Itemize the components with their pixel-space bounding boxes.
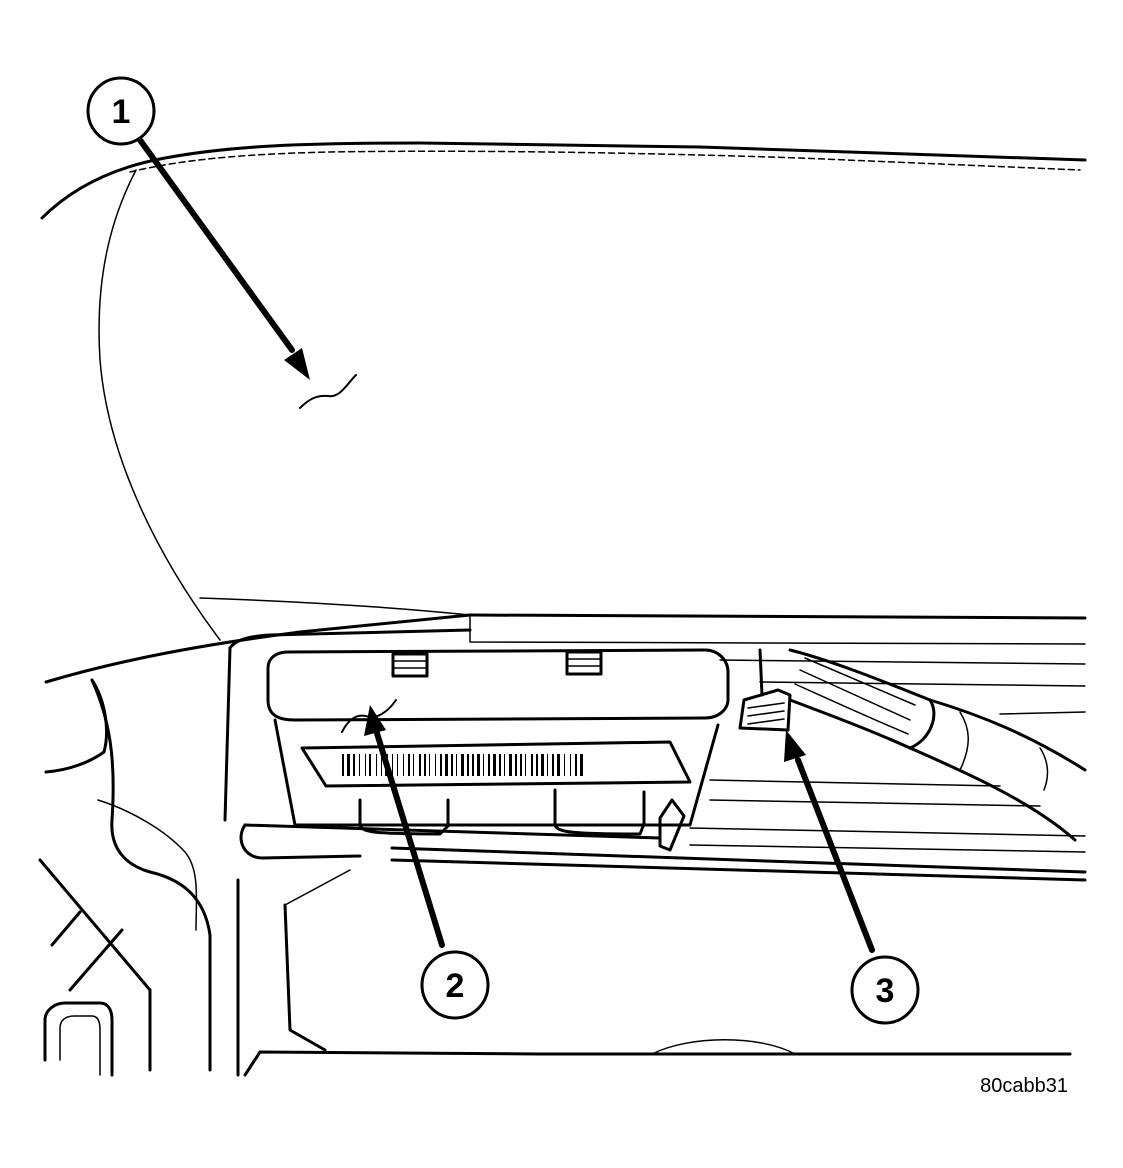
barcode-bar [552, 754, 554, 776]
barcode-bar [440, 754, 442, 776]
barcode-bar [504, 754, 505, 776]
barcode-bar [580, 754, 583, 776]
barcode-bar [531, 754, 533, 776]
callout-1-label: 1 [112, 93, 131, 131]
barcode-label [342, 754, 583, 776]
callout-2-arrow [373, 727, 445, 948]
barcode-bar [342, 754, 344, 776]
callout-3-circle [850, 955, 920, 1025]
barcode-bar [365, 754, 366, 776]
callout-1: 1 [86, 76, 156, 146]
barcode-bar [347, 754, 350, 776]
barcode-bar [499, 754, 501, 776]
callout-1-arrow [137, 137, 295, 353]
barcode-bar [424, 754, 426, 776]
lower-structure [38, 678, 1072, 1077]
figure-reference: 80cabb31 [980, 1075, 1068, 1097]
barcode-bar [557, 754, 560, 776]
barcode-bar [376, 754, 377, 776]
barcode-bar [493, 754, 496, 776]
callout-2-arrowhead [364, 705, 386, 736]
barcode-bar [547, 754, 548, 776]
barcode-bar [369, 754, 371, 776]
callout-1-leader-tilde [299, 374, 357, 409]
barcode-bar [353, 754, 355, 776]
callout-1-circle [86, 76, 156, 146]
barcode-bar [445, 754, 448, 776]
callout-2: 2 [420, 950, 490, 1020]
barcode-bar [413, 754, 414, 776]
barcode-bar [575, 754, 577, 776]
barcode-bar [451, 754, 453, 776]
barcode-bar [403, 754, 404, 776]
barcode-bar [525, 754, 526, 776]
barcode-bar [472, 754, 474, 776]
barcode-bar [483, 754, 484, 776]
callout-arrows [137, 137, 875, 953]
callout-2-label: 2 [446, 967, 465, 1005]
barcode-bar [359, 754, 360, 776]
callout-3-arrow [795, 757, 875, 953]
barcode-bar [397, 754, 398, 776]
barcode-bar [477, 754, 480, 776]
barcode-bar [467, 754, 469, 776]
barcode-bar [564, 754, 565, 776]
barcode-bar [429, 754, 430, 776]
wire-harness-connector [738, 648, 1087, 842]
callout-3-arrowhead [784, 730, 806, 762]
barcode-bar [488, 754, 490, 776]
barcode-bar [419, 754, 421, 776]
barcode-bar [381, 754, 382, 776]
barcode-bar [456, 754, 457, 776]
callout-2-leader-tilde [341, 699, 397, 733]
dash-trim [223, 613, 1087, 882]
barcode-bar [435, 754, 436, 776]
callout-3-label: 3 [876, 972, 895, 1010]
airbag-control-module [266, 648, 730, 852]
barcode-bar [515, 754, 517, 776]
callout-2-circle [420, 950, 490, 1020]
barcode-bar [461, 754, 464, 776]
barcode-bar [509, 754, 512, 776]
barcode-bar [520, 754, 522, 776]
barcode-bar [392, 754, 393, 776]
barcode-bar [570, 754, 571, 776]
callout-1-arrowhead [284, 348, 310, 380]
barcode-bar [541, 754, 544, 776]
callout-3: 3 [850, 955, 920, 1025]
barcode-bar [536, 754, 538, 776]
barcode-bar [408, 754, 410, 776]
